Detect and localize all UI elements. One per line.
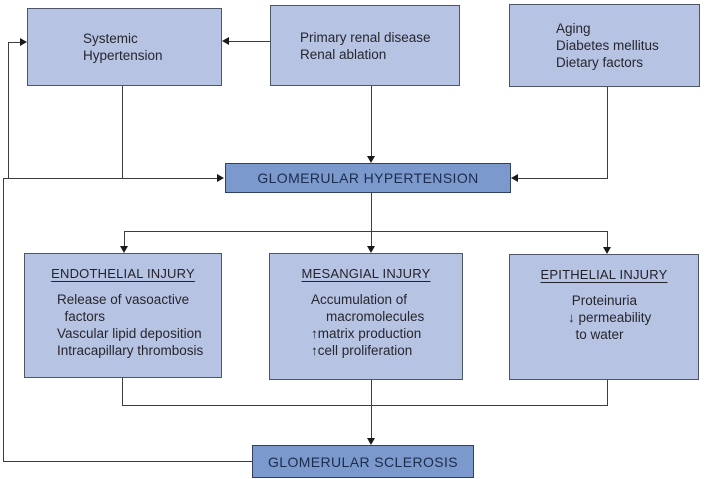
node-primary-renal-disease-label: Primary renal disease Renal ablation — [300, 29, 431, 62]
node-mesangial-injury: MESANGIAL INJURY Accumulation of macromo… — [269, 253, 463, 380]
node-epithelial-injury-heading: EPITHELIAL INJURY — [540, 267, 668, 282]
connector-renal-to-systemic — [229, 41, 270, 42]
node-epithelial-injury-body: Proteinuria ↓ permeability to water — [568, 293, 652, 342]
connector-collector-horizontal — [122, 405, 608, 406]
node-endothelial-injury: ENDOTHELIAL INJURY Release of vasoactive… — [24, 253, 222, 378]
connector-feedback-vertical-upper — [8, 42, 9, 179]
node-risk-factors: Aging Diabetes mellitus Dietary factors — [509, 4, 700, 87]
node-endothelial-injury-body: Release of vasoactive factors Vascular l… — [57, 292, 204, 358]
node-epithelial-injury: EPITHELIAL INJURY Proteinuria ↓ permeabi… — [509, 254, 699, 380]
connector-mesangial-down — [371, 380, 372, 438]
connector-risk-to-glomerular-htn — [518, 178, 608, 179]
node-endothelial-injury-heading: ENDOTHELIAL INJURY — [51, 266, 195, 281]
node-risk-factors-label: Aging Diabetes mellitus Dietary factors — [556, 21, 659, 70]
arrowhead-into-endothelial — [120, 246, 128, 253]
arrowhead-into-systemic-hypertension — [20, 38, 27, 46]
connector-epithelial-down — [607, 380, 608, 405]
connector-systemic-down — [122, 86, 123, 178]
connector-endothelial-down — [122, 378, 123, 405]
arrowhead-into-glomerular-htn-right — [511, 174, 518, 182]
connector-feedback-to-glomerular-htn — [3, 178, 217, 179]
connector-branch-left-down — [124, 231, 125, 246]
connector-branch-right-down — [607, 231, 608, 247]
connector-feedback-vertical-lower — [3, 178, 4, 462]
node-primary-renal-disease: Primary renal disease Renal ablation — [270, 5, 460, 86]
node-mesangial-injury-heading: MESANGIAL INJURY — [301, 266, 431, 281]
connector-branch-mid-down — [371, 231, 372, 246]
node-mesangial-injury-body: Accumulation of macromolecules ↑matrix p… — [311, 292, 425, 358]
connector-feedback-to-systemic — [8, 42, 20, 43]
node-systemic-hypertension-label: Systemic Hypertension — [83, 31, 163, 63]
connector-branch-horizontal — [124, 231, 607, 232]
arrowhead-into-mesangial — [367, 246, 375, 253]
arrowhead-into-epithelial — [603, 247, 611, 254]
arrowhead-into-systemic-right — [222, 37, 229, 45]
connector-glomerular-htn-down — [371, 193, 372, 231]
node-systemic-hypertension: Systemic Hypertension — [27, 8, 222, 86]
node-glomerular-sclerosis-label: GLOMERULAR SCLEROSIS — [267, 453, 459, 470]
node-glomerular-hypertension-label: GLOMERULAR HYPERTENSION — [257, 170, 479, 186]
connector-renal-down — [371, 86, 372, 157]
arrowhead-into-glomerular-htn-left — [217, 174, 224, 182]
connector-risk-down — [607, 87, 608, 178]
arrowhead-into-glomerular-htn-top — [367, 156, 375, 163]
connector-sclerosis-feedback — [3, 461, 252, 462]
arrowhead-into-sclerosis — [367, 438, 375, 445]
node-glomerular-sclerosis: GLOMERULAR SCLEROSIS — [252, 445, 474, 478]
node-glomerular-hypertension: GLOMERULAR HYPERTENSION — [225, 163, 511, 193]
